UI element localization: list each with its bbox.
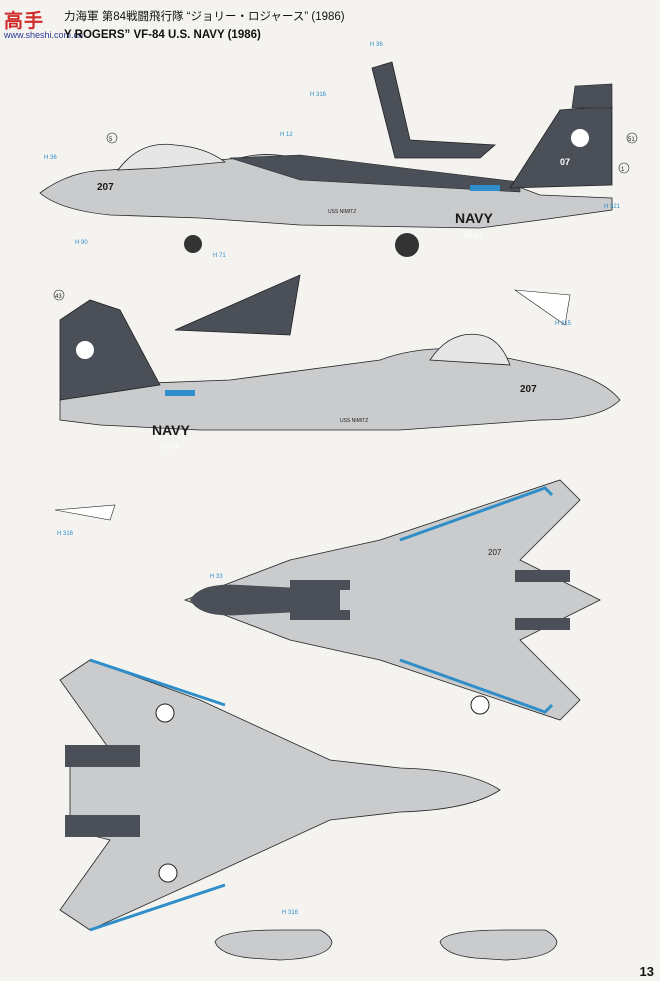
top-view xyxy=(59,658,501,932)
callout-labels: 5 1 51 43 xyxy=(53,132,638,301)
small-part-2 xyxy=(54,504,116,521)
nose-number-bottom: 207 xyxy=(488,548,502,557)
squadron-1: VF-84 xyxy=(463,233,482,240)
detached-fin-1 xyxy=(371,61,497,159)
code-H316c: H 316 xyxy=(282,910,299,916)
bottom-view: 207 xyxy=(183,479,601,721)
paint-codes: H 36 H 316 H 36 H 90 H 71 H 12 H 321 H 3… xyxy=(44,42,621,916)
detached-fin-2 xyxy=(174,274,301,336)
code-H316b: H 316 xyxy=(57,531,74,537)
code-H36b: H 36 xyxy=(44,155,57,161)
code-H315: H 315 xyxy=(555,321,572,327)
tail-cap-1 xyxy=(571,83,613,109)
navy-text-2: NAVY xyxy=(152,422,191,438)
code-H316: H 316 xyxy=(310,92,327,98)
title-english: Y ROGERS” VF-84 U.S. NAVY (1986) xyxy=(64,29,261,41)
nose-number-1: 207 xyxy=(97,182,114,193)
squadron-2: VF-84 xyxy=(160,444,179,451)
callout-5: 5 xyxy=(109,137,113,143)
side-view-1: 207 NAVY VF-84 USS NIMITZ 07 xyxy=(39,105,613,257)
code-H71: H 71 xyxy=(213,253,226,259)
page-header: 高手 www.sheshi.com.cn 力海軍 第84戦闘飛行隊 “ジョリー・… xyxy=(0,2,660,46)
site-url: www.sheshi.com.cn xyxy=(4,30,84,40)
callout-1: 1 xyxy=(621,167,625,173)
fuel-tank-right xyxy=(439,929,558,961)
page-number: 13 xyxy=(639,964,654,979)
title-japanese: 力海軍 第84戦闘飛行隊 “ジョリー・ロジャース” (1986) xyxy=(64,11,345,23)
usn-1: USS NIMITZ xyxy=(328,209,356,215)
usn-2: USS NIMITZ xyxy=(340,418,368,424)
callout-51: 51 xyxy=(628,137,635,143)
tail-number-1: 07 xyxy=(560,157,570,167)
nose-number-2: 207 xyxy=(520,384,537,395)
callout-43: 43 xyxy=(55,294,62,300)
code-H12: H 12 xyxy=(280,132,293,138)
navy-text-1: NAVY xyxy=(455,210,494,226)
code-H321: H 321 xyxy=(604,204,621,210)
fuel-tank-left xyxy=(214,929,333,961)
code-H90: H 90 xyxy=(75,240,88,246)
side-view-2: NAVY VF-84 207 USS NIMITZ xyxy=(59,299,621,451)
code-H33: H 33 xyxy=(210,574,223,580)
small-part-1 xyxy=(513,289,571,326)
code-H36: H 36 xyxy=(370,42,383,48)
site-logo: 高手 xyxy=(4,11,45,32)
